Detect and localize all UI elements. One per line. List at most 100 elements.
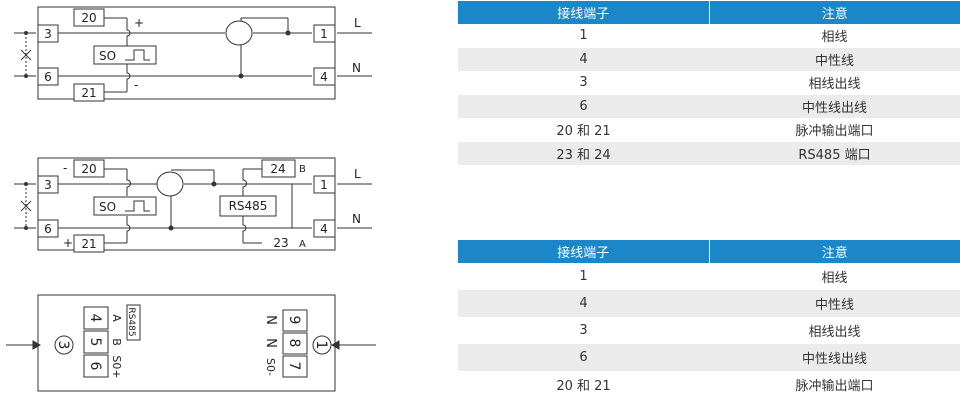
terminal-6-b-label: 6 [44, 222, 52, 236]
wiring-diagram-rs485 [14, 157, 372, 253]
terminal-20-label: 20 [81, 11, 96, 25]
table-cell: 23 和 24 [458, 141, 709, 165]
current-sensor-icon-2 [156, 171, 184, 197]
table-cell: 1 [579, 269, 588, 284]
rs485-tag [126, 304, 141, 341]
rs485-box [219, 195, 277, 217]
table-cell: 相线 [821, 30, 848, 46]
meter-body [37, 6, 336, 100]
terminal-6 [37, 67, 59, 86]
current-sensor-icon [225, 20, 253, 46]
table-row: 3 相线出线 [458, 317, 960, 344]
terminal-4 [313, 67, 336, 86]
table-row: 1 相线 [458, 263, 960, 290]
table-cell: 3 [579, 75, 588, 91]
table-cell: 相线 [821, 271, 848, 286]
line-l-label: L [354, 16, 361, 30]
line-n-label-2: N [352, 212, 361, 226]
n2-front-label: N [263, 338, 278, 348]
terminal-1-b [313, 175, 336, 194]
table-row: 20 和 21 脉冲输出端口 [458, 371, 960, 398]
a-front-label: A [110, 314, 123, 322]
so-label-2: SO [99, 200, 116, 214]
table-cell: 脉冲输出端口 [795, 379, 874, 394]
terminal-20 [73, 8, 105, 27]
table-cell: 6 [458, 344, 709, 371]
so-plus-label: S0+ [110, 355, 123, 378]
column-header-terminal: 接线端子 [458, 1, 709, 24]
terminal-7-front: 7 [286, 362, 302, 371]
terminal-23-label: 23 [273, 236, 288, 250]
table-row: 3 相线出线 [458, 71, 960, 95]
circle-3 [54, 335, 74, 355]
terminal-21 [73, 83, 105, 102]
table-cell: 20 和 21 [556, 379, 611, 394]
terminal-4-front: 4 [87, 314, 103, 323]
column-header-note: 注意 [708, 240, 960, 263]
table-cell: 6 [458, 94, 709, 118]
plus-sign: + [134, 16, 144, 30]
column-header-note: 注意 [708, 1, 960, 24]
table-cell: 20 和 21 [556, 124, 611, 140]
so-label: SO [99, 49, 116, 63]
circle-3-label: 3 [55, 341, 71, 350]
terminal-24-label: 24 [270, 162, 285, 176]
minus-sign: - [134, 78, 138, 92]
circle-1-label: 1 [313, 341, 329, 350]
so-minus-label: S0- [264, 358, 277, 376]
table-cell: 相线出线 [808, 77, 861, 93]
table-row: 20 和 21 脉冲输出端口 [458, 118, 960, 142]
terminal-21-label: 21 [81, 86, 96, 100]
table-cell: 1 [579, 28, 588, 44]
terminal-20-b-label: 20 [81, 162, 96, 176]
terminal-3-label: 3 [44, 27, 52, 41]
terminal-24 [261, 159, 296, 178]
terminal-8-front: 8 [286, 339, 302, 348]
meter-body-2 [37, 157, 336, 251]
wiring-diagrams: 20 3 6 21 1 4 SO + - L N [6, 6, 376, 392]
b-front-label: B [110, 338, 123, 346]
terminal-6-front: 6 [87, 362, 103, 371]
line-n-label: N [352, 61, 361, 75]
b-label: B [299, 164, 306, 175]
terminal-3-b-label: 3 [44, 178, 52, 192]
terminal-4-b [313, 219, 336, 238]
table-header-row: 接线端子 注意 [458, 240, 960, 263]
terminal-5-front: 5 [87, 338, 103, 347]
terminal-4-b-label: 4 [320, 222, 328, 236]
terminal-20-b [73, 159, 105, 178]
terminal-1-b-label: 1 [320, 178, 328, 192]
table-header-row: 接线端子 注意 [458, 1, 960, 24]
n1-front-label: N [263, 315, 278, 325]
terminal-6-b [37, 219, 59, 238]
table-cell: 4 [458, 290, 709, 317]
table-cell: 中性线 [709, 290, 960, 317]
terminal-1-label: 1 [320, 27, 328, 41]
terminal-4-label: 4 [320, 70, 328, 84]
table-cell: 3 [579, 323, 588, 338]
table-cell: 脉冲输出端口 [795, 124, 874, 140]
table-cell: 4 [458, 47, 709, 71]
terminal-21-b-label: 21 [81, 237, 96, 251]
rs485-front-label: RS485 [126, 307, 136, 336]
terminal-3-b [37, 175, 59, 194]
terminal-21-b [73, 234, 105, 253]
table-cell: 中性线 [709, 47, 960, 71]
table-cell: 中性线出线 [709, 344, 960, 371]
table-cell: 相线出线 [808, 325, 861, 340]
terminal-6-label: 6 [44, 70, 52, 84]
table-cell: 中性线出线 [709, 94, 960, 118]
line-l-label-2: L [354, 167, 361, 181]
terminal-1 [313, 24, 336, 43]
terminal-3 [37, 24, 59, 43]
terminal-9-front: 9 [286, 316, 302, 325]
plus-sign-2: + [63, 236, 73, 250]
rs485-label: RS485 [229, 199, 268, 213]
circle-1 [312, 335, 332, 355]
